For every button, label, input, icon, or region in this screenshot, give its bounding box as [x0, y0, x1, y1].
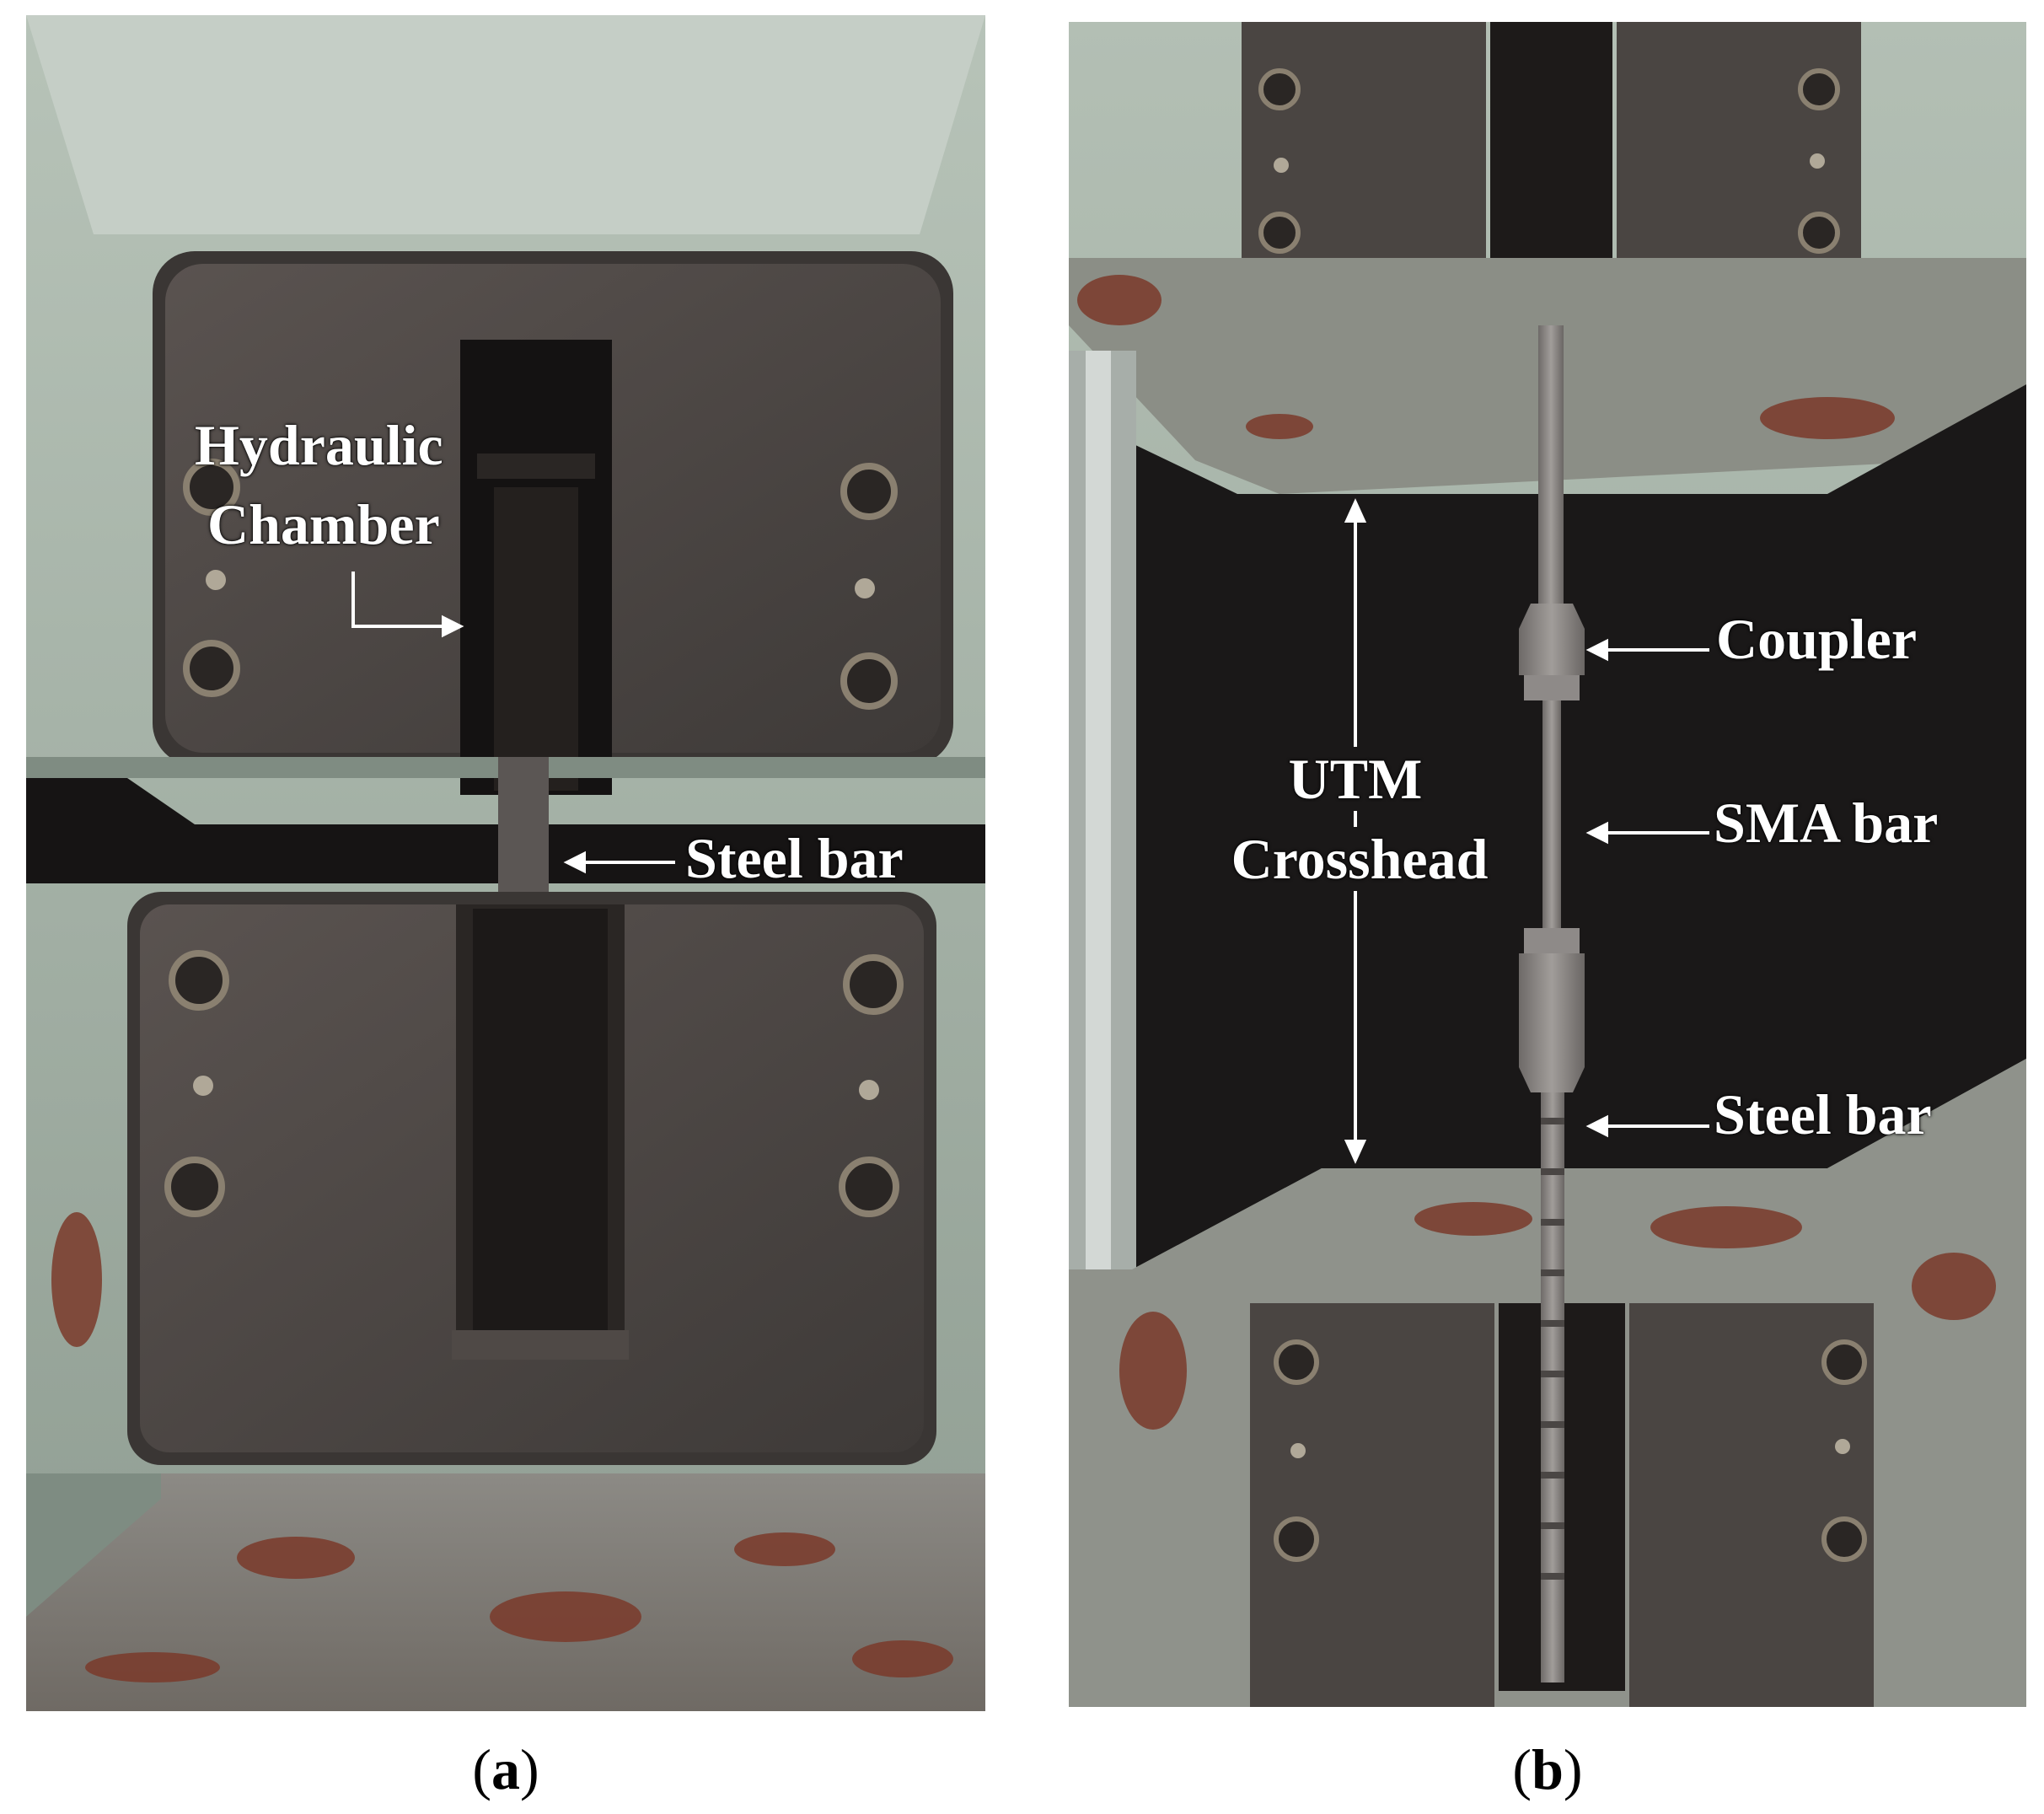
label-hydraulic-chamber-line1: Hydraulic: [195, 413, 443, 477]
label-steel-bar-a: Steel bar: [685, 826, 904, 890]
caption-panel-a: (a): [472, 1737, 539, 1801]
photo-panel-a: Hydraulic Chamber Steel bar: [26, 15, 985, 1711]
lower-coupler: [1519, 953, 1585, 1092]
label-utm-crosshead-line2: Crosshead: [1191, 827, 1528, 892]
utm-grip-photo-a: [26, 15, 985, 1711]
upper-coupler: [1519, 604, 1585, 675]
label-sma-bar: SMA bar: [1714, 791, 1939, 855]
steel-bar: [1541, 1092, 1564, 1683]
utm-test-setup-photo-b: [1069, 22, 2026, 1707]
caption-panel-b: (b): [1512, 1737, 1583, 1801]
label-utm-crosshead-line1: UTM: [1229, 747, 1482, 812]
bolt-icon: [183, 459, 898, 710]
sma-bar: [1542, 700, 1561, 928]
label-coupler: Coupler: [1716, 607, 1917, 671]
photo-panel-b: UTM Crosshead Coupler SMA bar Steel bar: [1069, 22, 2026, 1707]
bolt-icon: [164, 950, 904, 1217]
bolt-icon: [1274, 1339, 1867, 1562]
caption-letter-a: a: [491, 1737, 520, 1801]
arrow-icon: [351, 572, 675, 874]
bolt-icon: [1258, 68, 1840, 254]
label-hydraulic-chamber-line2: Chamber: [207, 492, 440, 556]
caption-letter-b: b: [1532, 1737, 1564, 1801]
label-steel-bar-b: Steel bar: [1714, 1082, 1932, 1146]
